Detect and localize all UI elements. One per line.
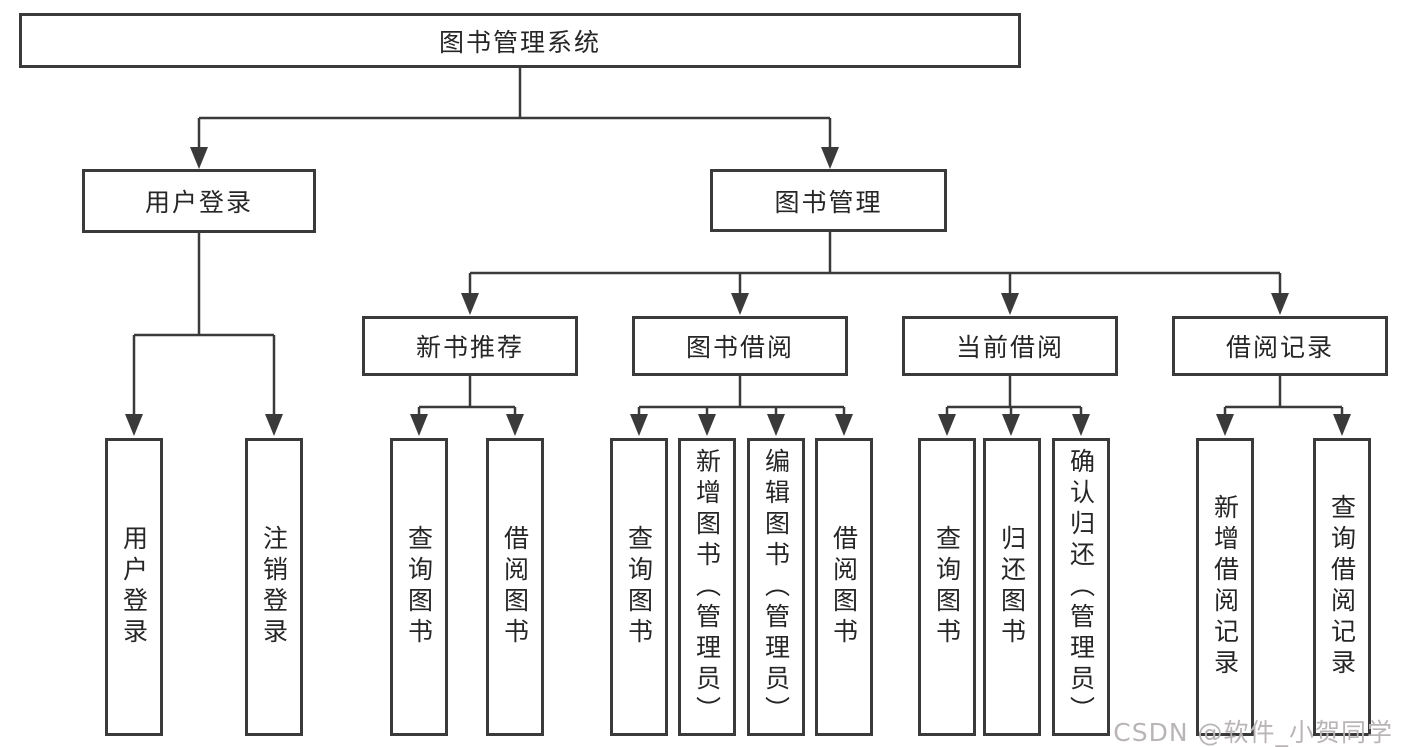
leaf-query-books-current: 查询图书 (918, 438, 976, 736)
node-current-borrowing: 当前借阅 (902, 316, 1118, 376)
node-library-management-system: 图书管理系统 (19, 13, 1021, 68)
leaf-query-borrow-record: 查询借阅记录 (1313, 438, 1371, 736)
connector-book-management-children (461, 232, 1289, 315)
connector-new-book-children (410, 376, 524, 436)
connector-borrow-record-children (1216, 376, 1351, 436)
leaf-edit-book-admin: 编辑图书（管理员） (747, 438, 805, 736)
leaf-borrow-books: 借阅图书 (815, 438, 873, 736)
leaf-return-book: 归还图书 (983, 438, 1041, 736)
node-book-borrowing: 图书借阅 (632, 316, 848, 376)
connector-root-to-level2 (190, 68, 839, 169)
leaf-add-book-admin: 新增图书（管理员） (678, 438, 736, 736)
node-user-login: 用户登录 (82, 169, 316, 233)
csdn-watermark: CSDN @软件_小贺同学 (1113, 718, 1393, 747)
connector-book-borrow-children (630, 376, 853, 436)
leaf-borrow-books-recommend: 借阅图书 (486, 438, 544, 736)
leaf-query-books-borrow: 查询图书 (610, 438, 668, 736)
connector-user-login-children (125, 233, 283, 436)
leaf-logout: 注销登录 (245, 438, 303, 736)
leaf-user-login: 用户登录 (105, 438, 163, 736)
connector-current-borrow-children (938, 376, 1090, 436)
leaf-confirm-return-admin: 确认归还（管理员） (1052, 438, 1110, 736)
node-new-book-recommendation: 新书推荐 (362, 316, 578, 376)
leaf-query-books-recommend: 查询图书 (390, 438, 448, 736)
node-borrowing-records: 借阅记录 (1172, 316, 1388, 376)
leaf-add-borrow-record: 新增借阅记录 (1196, 438, 1254, 736)
node-book-management: 图书管理 (710, 169, 947, 232)
